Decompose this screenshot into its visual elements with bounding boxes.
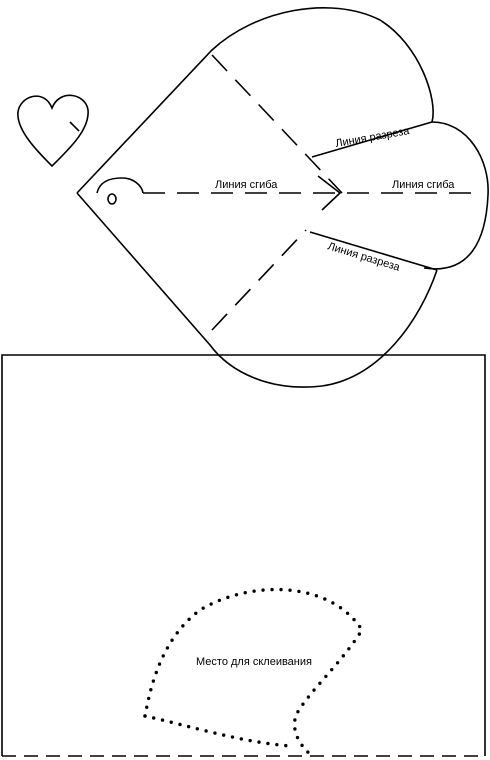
fold-line-label-right: Линия сгиба <box>392 179 455 191</box>
card-sheet <box>1 354 486 757</box>
fold-line-label-left: Линия сгиба <box>215 179 278 191</box>
small-heart-fold-mark <box>69 121 80 132</box>
bird-outline-lower <box>76 192 438 388</box>
bird-head-arc <box>96 177 144 194</box>
tail-outline <box>423 121 489 270</box>
cut-line-label-bottom: Линия разреза <box>326 240 402 274</box>
fold-lines <box>143 54 478 331</box>
glue-area-bottom-edge <box>143 714 292 748</box>
fold-line-diagonal-lower <box>211 229 307 331</box>
cut-line-label-top: Линия разреза <box>334 125 411 150</box>
bird-body-shape <box>76 7 489 388</box>
cut-line-bottom <box>309 231 438 271</box>
fold-arrow-head <box>317 175 342 211</box>
glue-area-outline <box>143 587 365 758</box>
bird-outline-upper <box>76 7 434 194</box>
small-heart-outline <box>17 94 89 168</box>
card-outline <box>1 354 486 756</box>
cut-line-top <box>311 121 433 158</box>
glue-area <box>143 587 365 758</box>
fold-line-diagonal-upper <box>211 54 343 194</box>
small-heart-icon <box>17 94 89 168</box>
bird-eye <box>107 193 117 205</box>
glue-area-label: Место для склеивания <box>196 656 312 668</box>
